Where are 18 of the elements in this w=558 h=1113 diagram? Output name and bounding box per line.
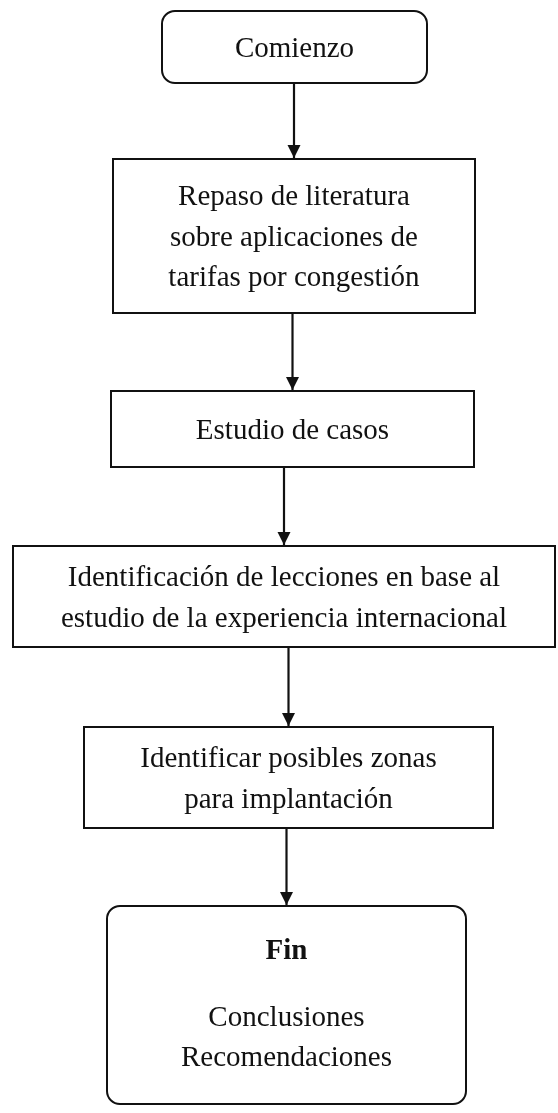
arrow [279,829,294,905]
box-text: Estudio de casos [195,411,390,447]
box-text: Repaso de literatura sobre aplicaciones de tarifas por congestión [167,178,421,295]
process-box [12,545,556,648]
box-text: Comienzo [234,29,355,65]
terminal-box [161,10,428,84]
arrow [277,468,291,545]
process-box [112,158,476,314]
box-text: Identificar posibles zonas para implantación [139,739,438,816]
box-text: Identificación de lecciones en base al estudio de la experiencia internacional [59,558,509,635]
arrow [285,314,300,390]
terminal-box [106,905,467,1105]
arrow [281,648,296,726]
process-box [83,726,494,829]
box-text: Conclusiones Recomendaciones [180,998,393,1075]
process-box [110,390,475,468]
arrow [287,84,301,158]
box-heading: Fin [265,932,308,967]
